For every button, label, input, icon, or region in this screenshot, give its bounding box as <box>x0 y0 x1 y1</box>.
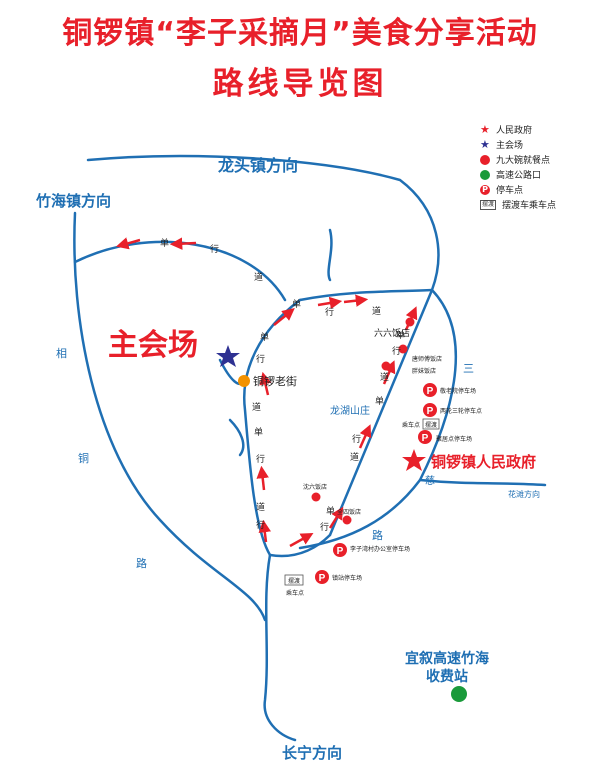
government-star-icon <box>402 449 426 471</box>
one-way-char: 道 <box>256 503 266 513</box>
restaurant-dot <box>381 361 391 371</box>
toll-station-label: 宜叙高速竹海 收费站 <box>405 651 489 685</box>
government-label: 铜锣镇人民政府 <box>431 453 537 471</box>
road-bottom <box>268 533 332 558</box>
svg-text:P: P <box>337 546 344 557</box>
old-street-label: 铜锣老街 <box>253 375 297 388</box>
old-street-dot <box>238 375 250 387</box>
legend-item: 摆渡摆渡车乘车点 <box>480 199 557 211</box>
legend-item: ★人民政府 <box>480 122 533 137</box>
parking-icon: P <box>480 184 490 195</box>
one-way-char: 行 <box>210 245 220 255</box>
legend-item: ★主会场 <box>480 137 524 152</box>
road-char: 路 <box>136 557 147 570</box>
direction-changning: 长宁方向 <box>282 744 343 762</box>
shuttle-box: 摆渡 <box>288 578 301 585</box>
road-to-huatan <box>418 478 547 487</box>
road-char: 慈 <box>425 476 435 487</box>
road-inner-top <box>298 288 434 302</box>
shuttle-label: 乘车点 <box>286 590 305 597</box>
legend-item: 高速公路口 <box>480 167 556 182</box>
svg-text:P: P <box>422 433 429 444</box>
one-way-char: 单 <box>326 507 336 517</box>
one-way-char: 行 <box>256 355 266 365</box>
one-way-char: 道 <box>252 403 262 413</box>
road-char: 三 <box>463 362 474 375</box>
one-way-char: 道 <box>380 373 390 383</box>
red-star-icon: ★ <box>480 122 490 136</box>
restaurant-label: 沈六饭店 <box>303 484 328 491</box>
restaurant-dot <box>342 515 352 525</box>
parking-label: 两轮三轮停车点 <box>440 408 483 415</box>
one-way-char: 行 <box>256 521 266 531</box>
restaurant-label: 六六饭店 <box>374 329 411 339</box>
direction-zhuhai: 竹海镇方向 <box>36 192 112 210</box>
road-to-zhuhai <box>73 211 267 622</box>
restaurant-dot <box>398 344 408 354</box>
main-venue-star-icon <box>216 345 240 367</box>
one-way-char: 单 <box>260 333 270 343</box>
one-way-char: 单 <box>254 428 264 438</box>
road-top-loop <box>73 240 287 302</box>
svg-text:P: P <box>427 386 434 397</box>
one-way-char: 单 <box>160 239 170 249</box>
legend-item: 九大碗就餐点 <box>480 152 556 167</box>
restaurant-label: 唐师傅饭店 <box>412 356 443 363</box>
longhu-label: 龙湖山庄 <box>330 406 370 417</box>
one-way-char: 行 <box>392 347 402 357</box>
red-dot-icon <box>480 154 490 165</box>
toll-station-dot <box>451 686 467 702</box>
parking-label: 敬老院停车场 <box>440 388 477 395</box>
map-subtitle: 路线导览图 <box>212 66 388 102</box>
main-venue-label: 主会场 <box>108 328 198 363</box>
road-diagonal <box>328 288 434 537</box>
one-way-char: 道 <box>372 307 382 317</box>
one-way-char: 道 <box>350 453 360 463</box>
one-way-char: 行 <box>325 308 335 318</box>
map-title: 铜锣镇“李子采摘月”美食分享活动 <box>62 16 538 51</box>
road-north-branch <box>327 228 333 282</box>
road-inner-left <box>243 298 302 557</box>
restaurant-label: 全四饭店 <box>337 509 362 516</box>
road-to-longtou <box>86 154 440 292</box>
shuttle-box-icon: 摆渡 <box>480 199 496 210</box>
one-way-char: 单 <box>292 300 302 310</box>
road-char: 铜 <box>78 452 89 465</box>
green-dot-icon <box>480 169 490 180</box>
road-char: 相 <box>56 347 67 360</box>
restaurant-label: 胖妹饭店 <box>412 368 437 375</box>
svg-text:P: P <box>427 406 434 417</box>
road-to-changning <box>263 553 297 742</box>
direction-huatan: 花滩方向 <box>508 490 540 499</box>
shuttle-label: 乘车点 <box>402 422 421 429</box>
one-way-char: 道 <box>254 273 264 283</box>
parking-icons: P P P P P <box>315 383 437 584</box>
restaurant-dot <box>405 317 415 327</box>
one-way-char: 单 <box>375 397 385 407</box>
road-char: 路 <box>372 529 383 542</box>
one-way-char: 行 <box>352 435 362 445</box>
shuttle-box: 摆渡 <box>425 422 438 429</box>
parking-label: 李子湾村办公室停车场 <box>350 546 411 553</box>
one-way-char: 行 <box>320 523 330 533</box>
svg-text:P: P <box>319 573 326 584</box>
restaurant-dot <box>311 492 321 502</box>
blue-star-icon: ★ <box>480 137 490 151</box>
one-way-char: 单 <box>396 331 406 341</box>
road-side-spur <box>228 418 245 457</box>
one-way-char: 行 <box>256 455 266 465</box>
direction-longtou: 龙头镇方向 <box>218 156 299 175</box>
parking-label: 镇站停车场 <box>332 575 363 582</box>
parking-label: 聚居点停车场 <box>436 436 473 443</box>
